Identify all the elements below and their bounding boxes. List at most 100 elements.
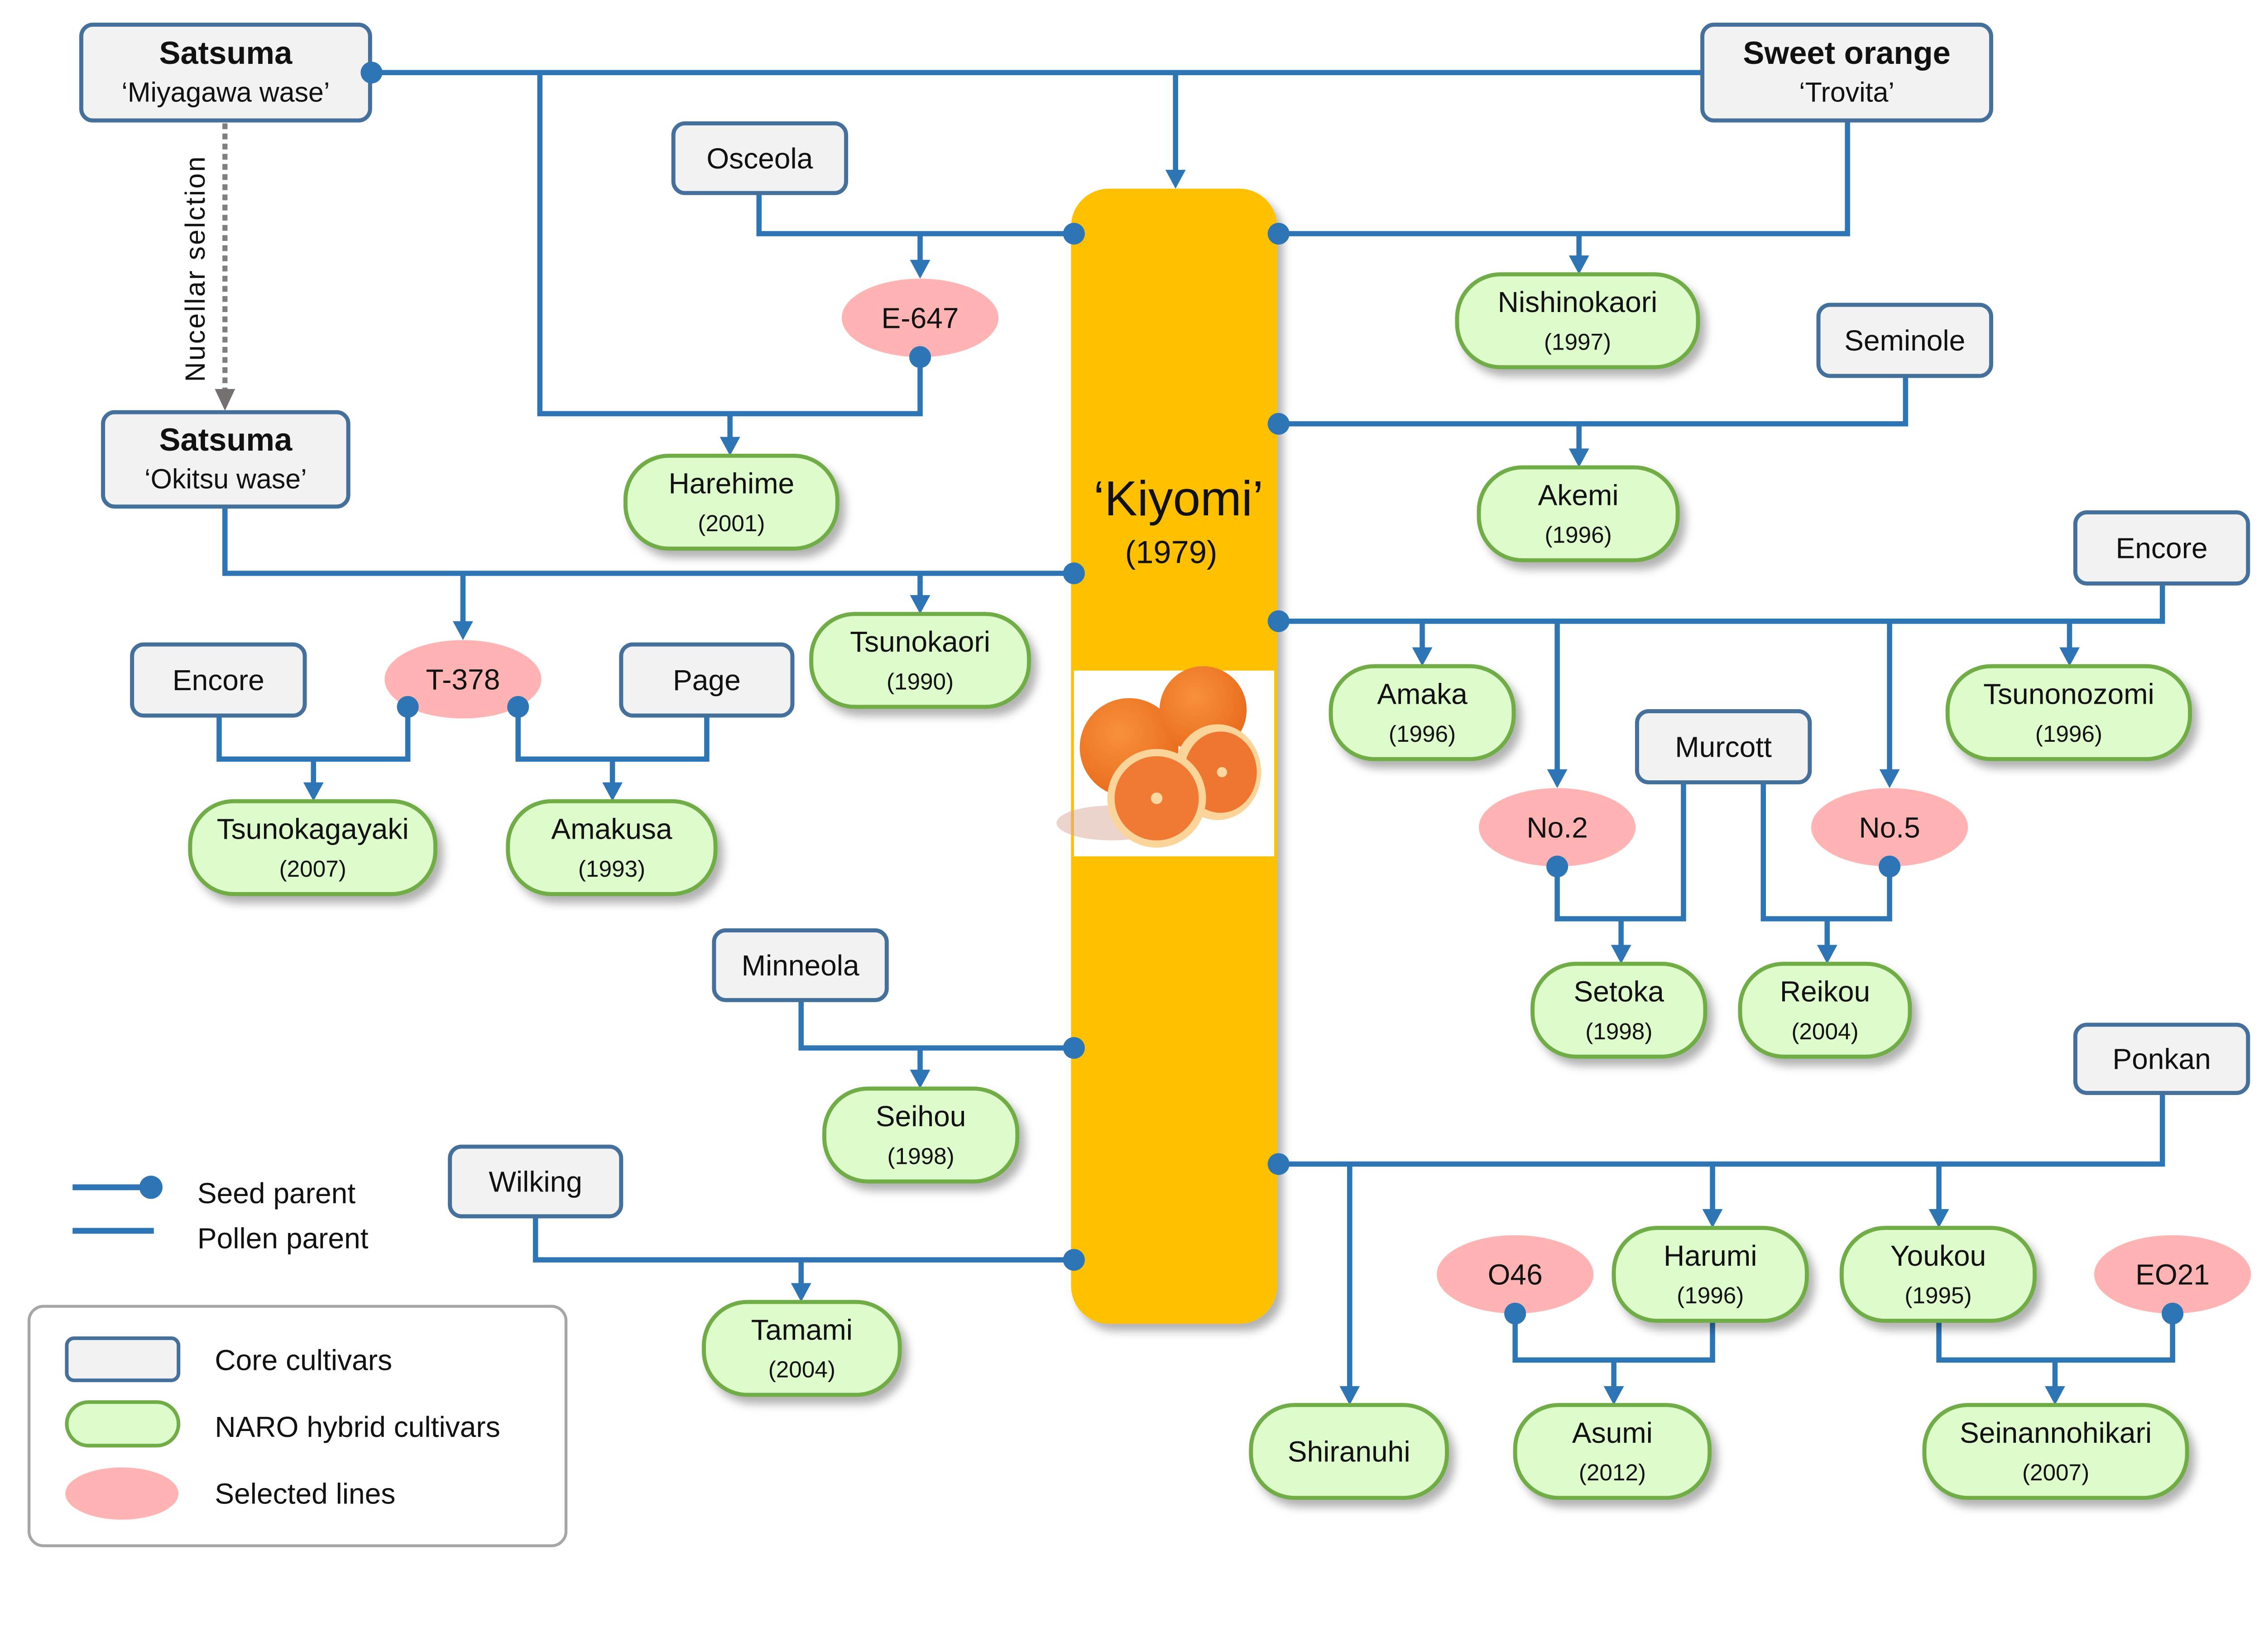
node-label: Youkou xyxy=(1890,1239,1986,1272)
node-harehime[interactable]: Harehime (2001) xyxy=(623,453,839,551)
node-label: EO21 xyxy=(2135,1258,2210,1291)
node-tsunokagayaki[interactable]: Tsunokagayaki (2007) xyxy=(188,799,438,896)
node-label: Minneola xyxy=(742,949,859,982)
hybrid-cultivar-box xyxy=(701,1300,902,1397)
core-cultivar-box xyxy=(1700,22,1993,123)
hybrid-cultivar-box xyxy=(1329,664,1516,761)
node-no5[interactable]: No.5 xyxy=(1811,788,1968,867)
arrow-head xyxy=(791,1283,811,1302)
node-seinannohikari[interactable]: Seinannohikari(2007) xyxy=(1922,1403,2189,1500)
node-harumi[interactable]: Harumi(1996) xyxy=(1612,1226,1809,1323)
node-year: (2004) xyxy=(768,1357,835,1383)
arrow-head xyxy=(2059,647,2080,667)
arrow-head xyxy=(719,437,740,456)
node-murcott[interactable]: Murcott xyxy=(1635,709,1812,785)
node-label: Tsunokagayaki xyxy=(217,813,409,845)
node-eo21[interactable]: EO21 xyxy=(2094,1235,2251,1314)
node-year: (1996) xyxy=(1389,721,1456,747)
node-satsuma-m[interactable]: Satsuma‘Miyagawa wase’ xyxy=(79,22,372,123)
node-year: (2001) xyxy=(698,510,765,536)
node-satsuma-o[interactable]: Satsuma‘Okitsu wase’ xyxy=(101,410,350,509)
node-o46[interactable]: O46 xyxy=(1437,1235,1594,1314)
node-t378[interactable]: T-378 xyxy=(384,640,542,719)
arrow-head xyxy=(1879,769,1900,788)
node-osceola[interactable]: Osceola xyxy=(671,121,849,195)
node-minneola[interactable]: Minneola xyxy=(712,928,889,1002)
seed-parent-dot xyxy=(1063,562,1085,585)
node-wilking[interactable]: Wilking xyxy=(448,1144,624,1219)
selected-line-shape xyxy=(384,640,542,719)
arrow-head xyxy=(303,782,324,802)
node-label: Shiranuhi xyxy=(1288,1436,1410,1468)
legend-selected: Selected lines xyxy=(215,1478,395,1510)
cross-line xyxy=(756,193,1074,236)
node-subtitle: ‘Miyagawa wase’ xyxy=(121,77,330,107)
node-label: Tsunokaori xyxy=(850,625,990,658)
node-label: No.2 xyxy=(1526,811,1588,844)
edges xyxy=(216,70,2175,1405)
node-encore-l[interactable]: Encore xyxy=(130,642,307,718)
node-label: Page xyxy=(673,664,741,696)
hybrid-cultivar-box xyxy=(1612,1226,1809,1323)
node-setoka[interactable]: Setoka(1998) xyxy=(1530,961,1708,1059)
hybrid-cultivar-box xyxy=(822,1086,1020,1184)
node-akemi[interactable]: Akemi(1996) xyxy=(1477,465,1680,562)
node-year: (1998) xyxy=(1585,1018,1652,1044)
node-tamami[interactable]: Tamami(2004) xyxy=(701,1300,902,1397)
seed-parent-dot xyxy=(360,62,383,84)
kiyomi-node[interactable]: ‘Kiyomi’ (1979) xyxy=(1056,188,1277,1324)
node-year: (2007) xyxy=(2022,1460,2089,1485)
node-label: Harumi xyxy=(1664,1239,1757,1272)
node-label: Harehime xyxy=(668,467,794,500)
nucellar-label: Nucellar selction xyxy=(180,155,211,382)
node-amakusa[interactable]: Amakusa (1993) xyxy=(506,799,718,896)
node-label: Sweet orange xyxy=(1743,35,1950,71)
core-cultivar-box xyxy=(619,642,795,718)
node-label: T-378 xyxy=(426,663,500,696)
core-cultivar-box xyxy=(2073,1023,2250,1095)
arrow-head xyxy=(910,1070,931,1089)
node-year: (2007) xyxy=(279,856,346,882)
node-label: Seihou xyxy=(876,1100,966,1133)
node-shiranuhi[interactable]: Shiranuhi xyxy=(1249,1403,1449,1500)
node-sweet-orange[interactable]: Sweet orange ‘Trovita’ xyxy=(1700,22,1993,123)
node-page[interactable]: Page xyxy=(619,642,795,718)
node-no2[interactable]: No.2 xyxy=(1479,788,1636,867)
node-youkou[interactable]: Youkou(1995) xyxy=(1839,1226,2037,1323)
node-year: (1993) xyxy=(578,856,645,882)
core-cultivar-box xyxy=(712,928,889,1002)
node-ponkan[interactable]: Ponkan xyxy=(2073,1023,2250,1095)
seed-parent-dot xyxy=(1267,610,1290,632)
selected-line-shape xyxy=(1811,788,1968,867)
node-reikou[interactable]: Reikou(2004) xyxy=(1738,961,1912,1059)
node-label: Tsunonozomi xyxy=(1983,677,2154,710)
node-year: (1996) xyxy=(1545,522,1612,548)
node-subtitle: ‘Trovita’ xyxy=(1799,77,1895,107)
seed-parent-dot xyxy=(1267,413,1290,435)
node-encore-r[interactable]: Encore xyxy=(2073,510,2250,586)
node-tsunonozomi[interactable]: Tsunonozomi(1996) xyxy=(1945,664,2192,761)
node-label: Nishinokaori xyxy=(1498,286,1658,318)
node-seihou[interactable]: Seihou(1998) xyxy=(822,1086,1020,1184)
core-cultivar-box xyxy=(130,642,307,718)
node-label: Amakusa xyxy=(551,813,672,845)
hybrid-cultivar-box xyxy=(1455,272,1700,370)
cross-line xyxy=(222,506,1074,576)
arrow-head xyxy=(1568,255,1589,274)
node-tsunokaori[interactable]: Tsunokaori(1990) xyxy=(809,612,1031,709)
seed-parent-dot xyxy=(1063,222,1085,245)
core-cultivar-box xyxy=(671,121,849,195)
legend-core-swatch xyxy=(65,1336,181,1383)
selected-line-shape xyxy=(841,279,999,357)
node-amaka[interactable]: Amaka(1996) xyxy=(1329,664,1516,761)
node-asumi[interactable]: Asumi(2012) xyxy=(1513,1403,1712,1500)
hybrid-cultivar-box xyxy=(506,799,718,896)
node-nishinokaori[interactable]: Nishinokaori(1997) xyxy=(1455,272,1700,370)
arrow-head xyxy=(1568,448,1589,468)
node-label: Reikou xyxy=(1780,975,1871,1008)
arrow-head xyxy=(2045,1386,2065,1405)
cross-line xyxy=(1278,583,2165,624)
seed-parent-dot xyxy=(397,696,419,718)
node-seminole[interactable]: Seminole xyxy=(1816,303,1993,378)
node-e647[interactable]: E-647 xyxy=(841,279,999,357)
